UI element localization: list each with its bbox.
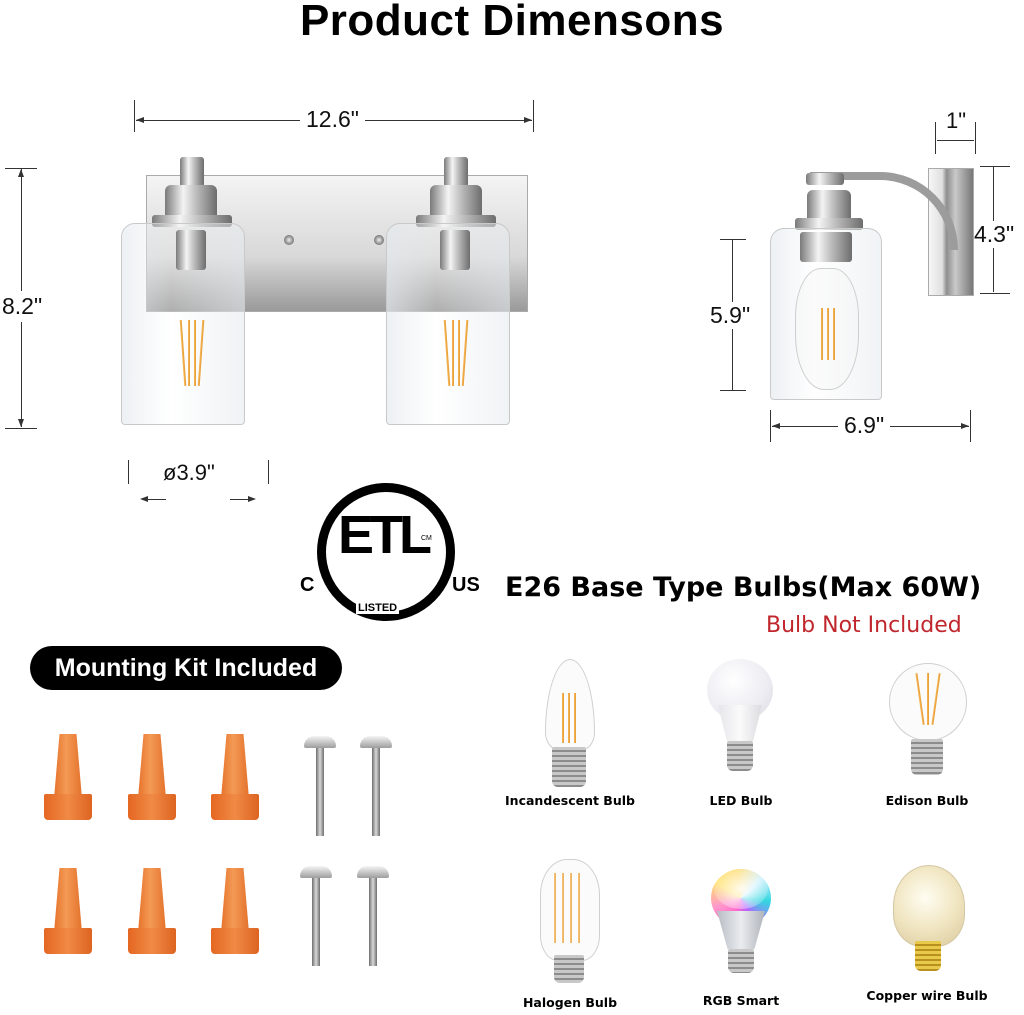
- backplate-screw-right: [374, 235, 384, 245]
- extension-dimension: 6.9": [838, 414, 891, 437]
- screw-icon: [360, 736, 392, 836]
- left-bulb-filaments: [179, 320, 205, 388]
- screw-icon: [304, 736, 336, 836]
- backplate-height-dimension: 4.3": [974, 221, 1015, 248]
- wire-nut-icon: [44, 734, 92, 820]
- bulb-type-edison: Edison Bulb: [847, 655, 1007, 815]
- left-socket-cap: [180, 157, 204, 187]
- diameter-arrow-right-line: [230, 499, 254, 500]
- bulb-type-halogen: Halogen Bulb: [490, 855, 650, 1015]
- depth-tick-right: [975, 122, 976, 154]
- arrow-right-icon: [961, 423, 969, 429]
- mounting-kit-badge: Mounting Kit Included: [30, 646, 342, 690]
- arrow-down-icon: [18, 419, 24, 427]
- bulb-type-label: Halogen Bulb: [522, 995, 618, 1010]
- wire-nut-icon: [128, 868, 176, 954]
- etl-ring: [317, 483, 455, 621]
- height-tick-top: [5, 168, 37, 169]
- height-dimension: 8.2": [0, 291, 45, 322]
- side-view: 1" 4.3" 5.9" 6.9": [700, 100, 1024, 450]
- bulb-type-copper-wire: Copper wire Bulb: [847, 855, 1007, 1015]
- backplate-screw-left: [284, 235, 294, 245]
- screw-icon: [300, 866, 332, 966]
- side-socket-cap: [806, 173, 844, 185]
- bulb-not-included-note: Bulb Not Included: [766, 613, 962, 638]
- bulb-type-heading: E26 Base Type Bulbs(Max 60W): [505, 572, 982, 603]
- bulb-type-incandescent: Incandescent Bulb: [490, 655, 650, 815]
- diameter-tick-right: [268, 460, 269, 484]
- right-socket-cap: [444, 157, 468, 187]
- candle-filament-bulb-icon: [545, 659, 595, 751]
- wire-nut-icon: [211, 868, 259, 954]
- shade-height-tick-top: [720, 239, 746, 240]
- bulb-type-label: Copper wire Bulb: [866, 988, 988, 1003]
- etl-certification-mark: ETL CM C US LISTED: [300, 480, 490, 621]
- arrow-right-icon: [248, 496, 256, 502]
- width-tick-left: [134, 100, 135, 132]
- height-tick-bottom: [5, 428, 37, 429]
- backplate-height-tick-top: [980, 166, 1010, 167]
- bulb-type-label: LED Bulb: [709, 793, 773, 808]
- extension-tick-left: [770, 410, 771, 442]
- depth-dimension: 1": [946, 108, 967, 133]
- wire-nut-icon: [128, 734, 176, 820]
- wire-nut-icon: [211, 734, 259, 820]
- bulb-type-label: RGB Smart: [702, 993, 780, 1008]
- side-bulb-filaments: [820, 308, 836, 360]
- bulb-type-label: Edison Bulb: [885, 793, 969, 808]
- bulb-type-rgb: RGB Smart: [661, 855, 821, 1015]
- mounting-kit-items: [20, 700, 440, 1010]
- extension-tick-right: [970, 410, 971, 442]
- arrow-right-icon: [524, 117, 532, 123]
- copper-wire-bulb-icon: [893, 865, 965, 947]
- left-socket: [176, 230, 206, 270]
- side-socket: [800, 232, 852, 262]
- etl-cm: CM: [421, 535, 432, 542]
- etl-us: US: [452, 574, 480, 596]
- diameter-arrow-left-line: [142, 499, 166, 500]
- diameter-tick-left: [128, 460, 129, 484]
- shade-height-dimension: 5.9": [710, 302, 751, 329]
- etl-c: C: [300, 574, 315, 596]
- side-socket-ring: [795, 218, 863, 230]
- right-socket: [440, 230, 470, 270]
- bulb-type-led: LED Bulb: [661, 655, 821, 815]
- diameter-dimension: ø3.9": [163, 460, 215, 485]
- width-dimension: 12.6": [300, 108, 365, 131]
- arrow-left-icon: [772, 423, 780, 429]
- shade-height-tick-bottom: [720, 390, 746, 391]
- wire-nut-icon: [44, 868, 92, 954]
- width-tick-right: [533, 100, 534, 132]
- etl-listed: LISTED: [356, 602, 400, 614]
- bulb-type-label: Incandescent Bulb: [505, 793, 635, 808]
- screw-icon: [357, 866, 389, 966]
- arrow-left-icon: [136, 117, 144, 123]
- depth-tick-left: [935, 122, 936, 154]
- etl-letters: ETL: [338, 505, 432, 565]
- side-socket-cup: [807, 190, 851, 220]
- front-view: 12.6" 8.2" ø3.9": [0, 95, 560, 515]
- backplate-height-tick-bottom: [980, 293, 1010, 294]
- depth-line: [937, 140, 974, 141]
- page-title: Product Dimensons: [299, 0, 725, 45]
- arrow-left-icon: [140, 496, 148, 502]
- arrow-up-icon: [18, 169, 24, 177]
- right-bulb-filaments: [443, 320, 469, 388]
